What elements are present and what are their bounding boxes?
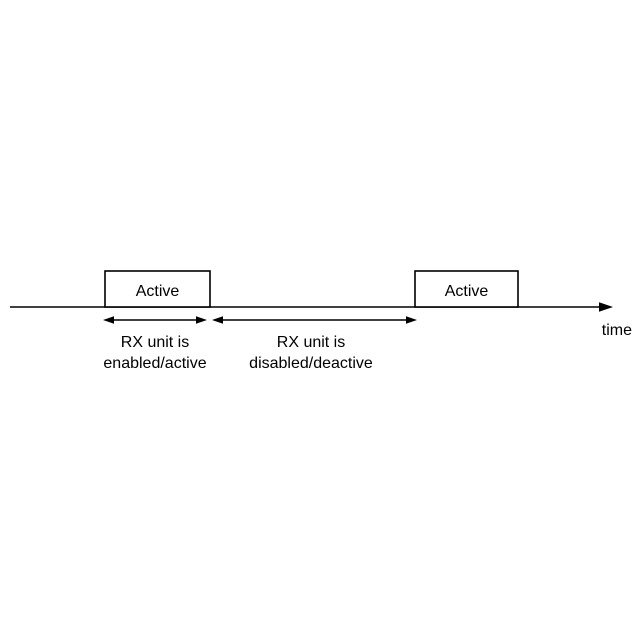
time-axis (10, 302, 613, 312)
enabled-interval-arrow (103, 316, 207, 324)
enabled-arrowhead-left-icon (103, 316, 114, 324)
enabled-label-line2: enabled/active (103, 355, 206, 372)
active-box-2-label: Active (445, 283, 489, 300)
disabled-label-line2: disabled/deactive (249, 355, 373, 372)
enabled-interval-label: RX unit is enabled/active (103, 334, 206, 372)
disabled-interval-arrow (212, 316, 417, 324)
active-box-2: Active (414, 270, 519, 308)
disabled-arrowhead-left-icon (212, 316, 223, 324)
disabled-label-line1: RX unit is (277, 334, 345, 351)
enabled-label-line1: RX unit is (121, 334, 189, 351)
disabled-interval-label: RX unit is disabled/deactive (249, 334, 373, 372)
active-box-1-label: Active (136, 283, 180, 300)
active-box-1-rect (104, 270, 211, 308)
active-box-1: Active (104, 270, 211, 308)
axis-arrowhead-icon (599, 302, 613, 312)
active-box-2-rect (414, 270, 519, 308)
disabled-arrowhead-right-icon (406, 316, 417, 324)
axis-time-label: time (602, 322, 632, 339)
enabled-arrowhead-right-icon (196, 316, 207, 324)
